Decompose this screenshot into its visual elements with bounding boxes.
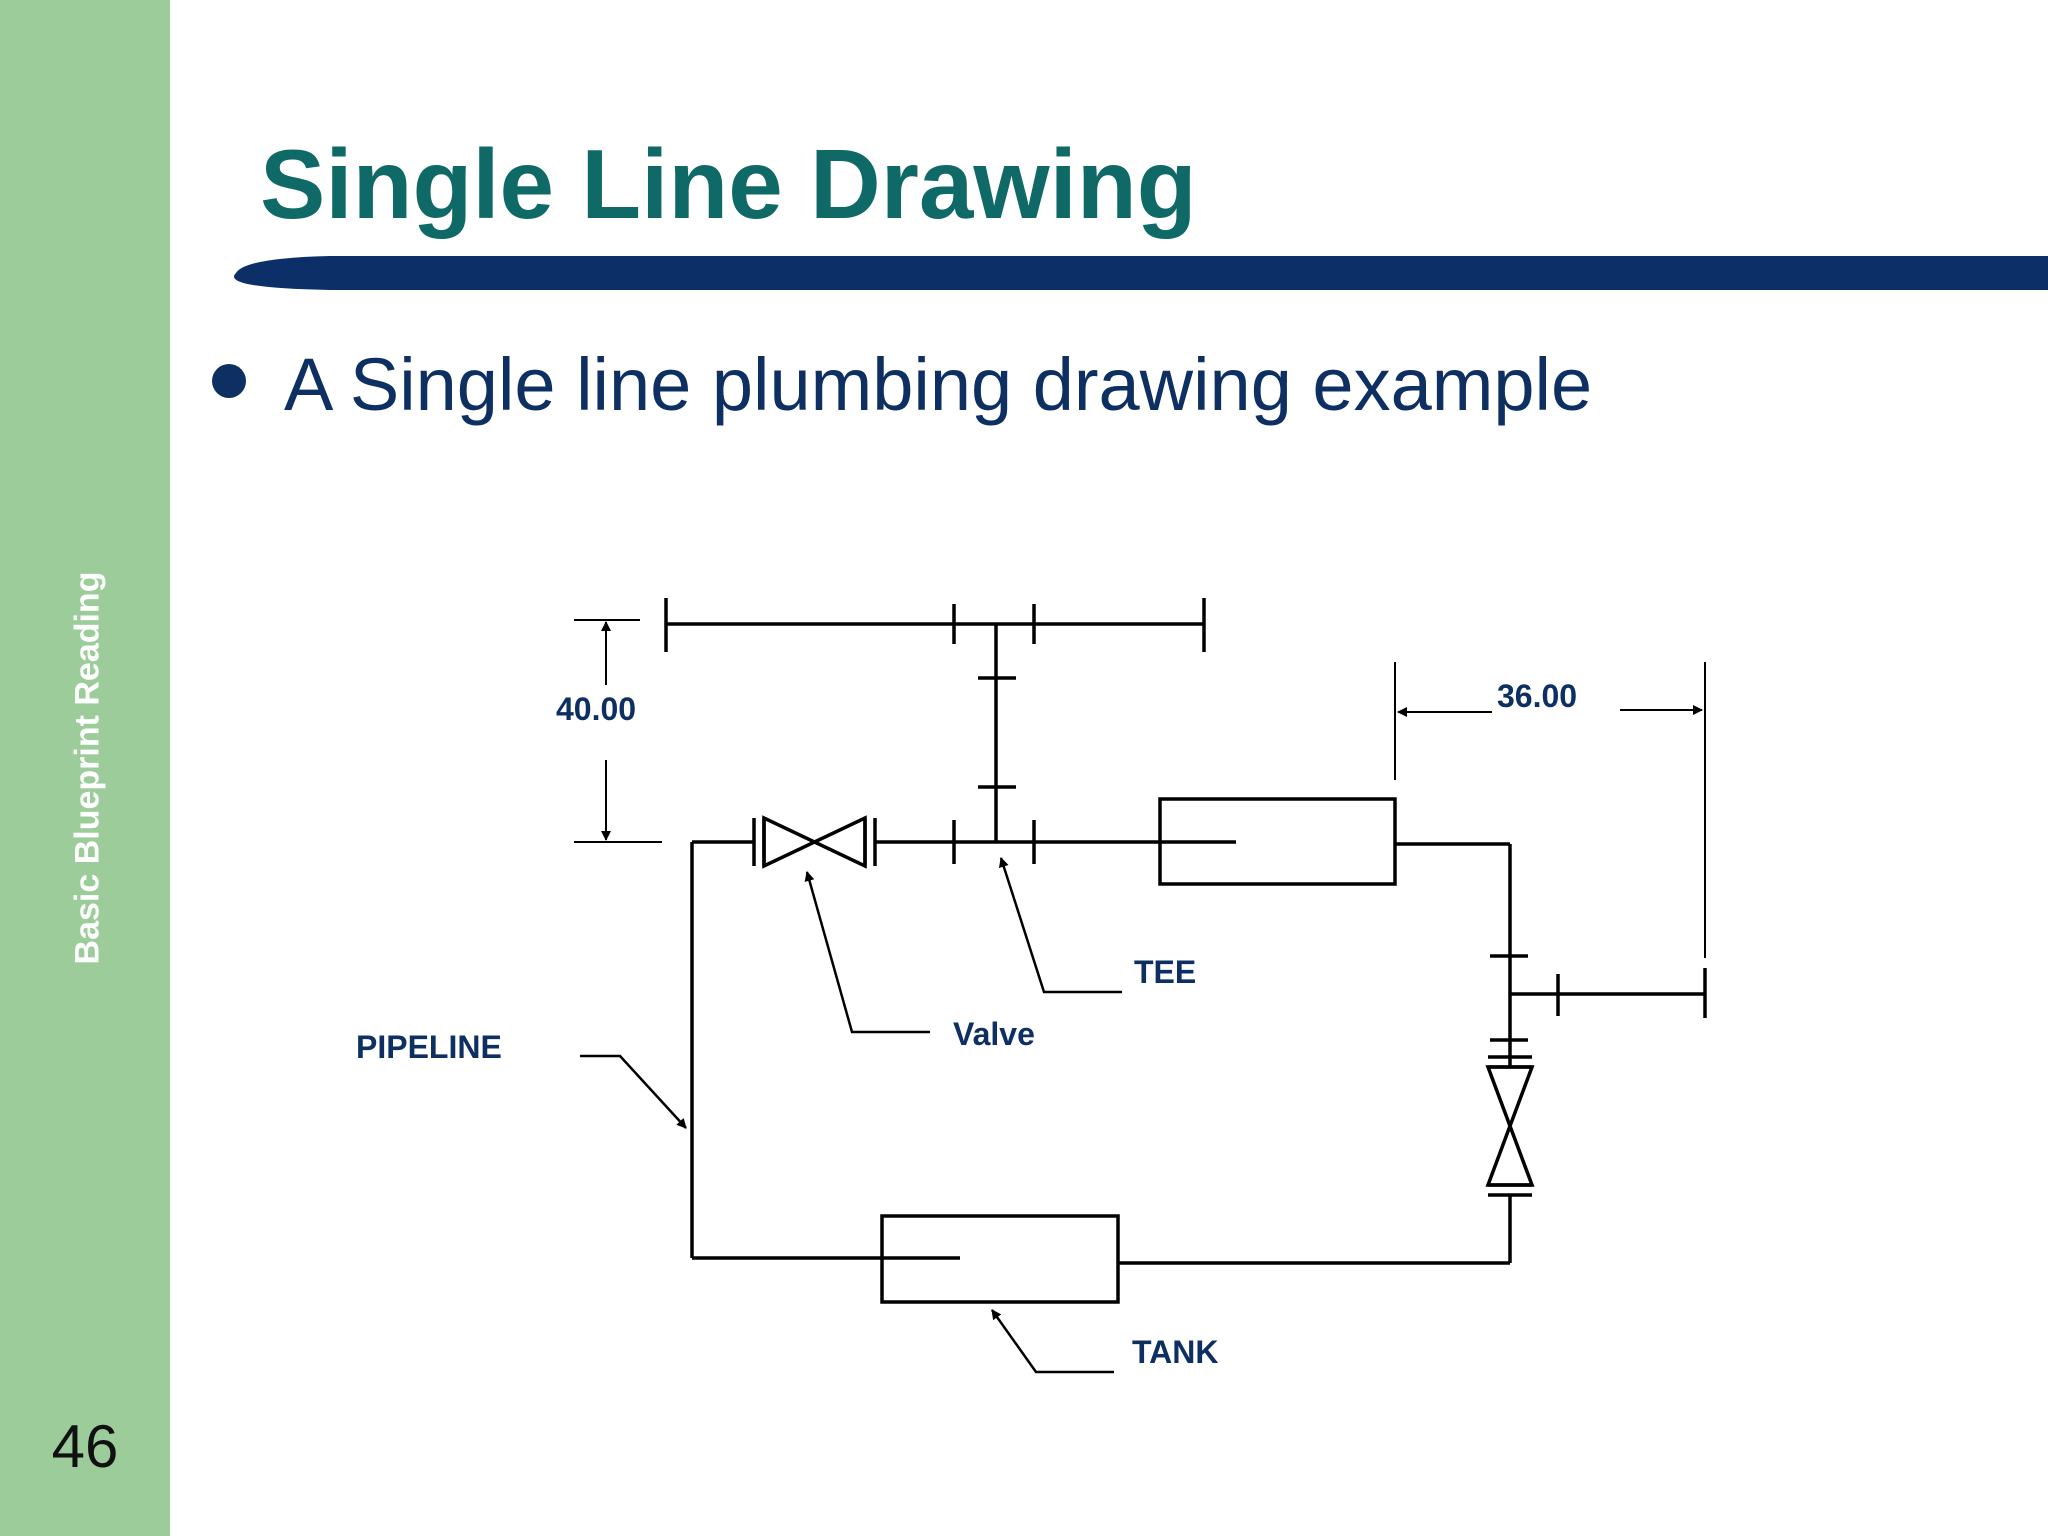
- slide-title: Single Line Drawing: [260, 129, 1197, 239]
- dimension-label-40: 40.00: [556, 691, 636, 727]
- dimension-vertical: [574, 619, 662, 843]
- valve-icon: [762, 815, 867, 869]
- tee-label: TEE: [1134, 954, 1196, 990]
- top-pipe: [664, 598, 1206, 652]
- bullet-dot: [212, 364, 246, 398]
- right-pipe: [1395, 842, 1707, 1263]
- upper-tank: [1158, 797, 1397, 886]
- middle-pipe: [692, 818, 1160, 866]
- bottom-pipe: [692, 1214, 1510, 1304]
- leader-lines: [580, 857, 1122, 1374]
- dimension-horizontal: [1394, 662, 1706, 958]
- slide-number: 46: [51, 1413, 119, 1480]
- bullet-text: A Single line plumbing drawing example: [284, 343, 1593, 426]
- sidebar: Basic Blueprint Reading 46: [0, 0, 170, 1536]
- dimension-label-36: 36.00: [1497, 678, 1577, 714]
- branch-pipe: [978, 624, 1016, 842]
- valve-label: Valve: [953, 1016, 1035, 1052]
- vertical-valve-icon: [1485, 1065, 1535, 1187]
- title-underline: [233, 256, 2048, 290]
- pipeline-label: PIPELINE: [356, 1029, 502, 1065]
- tank-label: TANK: [1132, 1334, 1219, 1370]
